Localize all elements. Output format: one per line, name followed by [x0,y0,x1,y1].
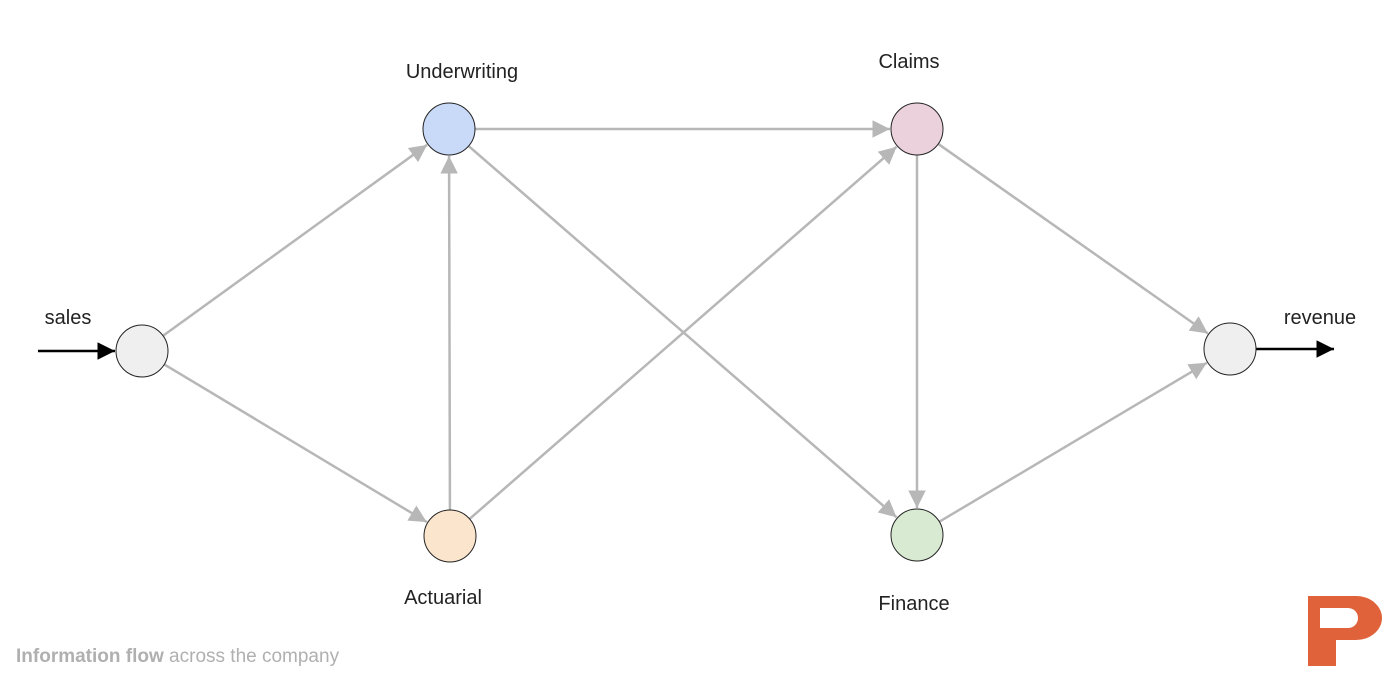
node-label-claims: Claims [878,51,939,73]
caption-rest: across the company [163,646,340,667]
node-sales-node [115,324,169,378]
node-label-underwriting: Underwriting [406,61,518,83]
edges-layer [38,120,1334,524]
node-finance [890,508,944,562]
node-label-finance: Finance [878,593,949,615]
output-label-revenue: revenue [1284,307,1356,329]
edge-sales_node-to-actuarial [163,363,428,524]
input-label-sales: sales [45,307,92,329]
node-revenue-node [1203,322,1257,376]
nodes-layer [115,102,1257,563]
diagram-caption: Information flow across the company [16,646,339,668]
edge-claims-to-revenue_node [937,142,1209,335]
node-actuarial [423,509,477,563]
edge-actuarial-to-claims [468,145,898,520]
node-label-actuarial: Actuarial [404,587,482,609]
edge-actuarial-to-underwriting [440,155,458,511]
caption-bold: Information flow [16,646,164,667]
edge-sales_node-to-underwriting [162,143,428,337]
node-claims [890,102,944,156]
brand-p-logo-icon [1308,596,1382,666]
node-underwriting [422,102,476,156]
edge-finance-to-revenue_node [938,361,1208,523]
